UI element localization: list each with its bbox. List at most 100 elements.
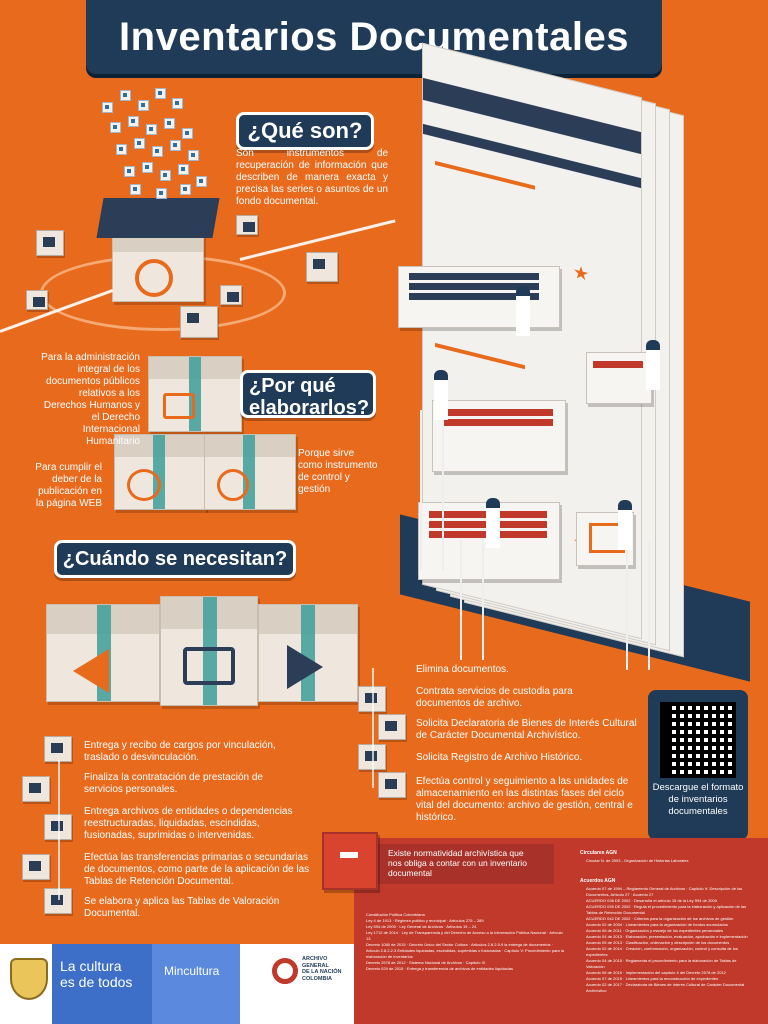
data-cube-icon xyxy=(120,90,131,101)
qr-panel[interactable]: Descargue el formato de inventarios docu… xyxy=(648,690,748,840)
box-icon xyxy=(148,356,242,432)
acuerdo-item: ACUERDO 038 DE 2002 · Desarrolla el artí… xyxy=(586,898,717,903)
por-que-heading-line2: elaborarlos? xyxy=(249,397,370,419)
right-arrow-icon xyxy=(287,645,323,689)
box-icon xyxy=(44,736,72,762)
data-cube-icon xyxy=(130,184,141,195)
drawer-handle xyxy=(340,852,358,858)
filing-cabinet-icon xyxy=(322,832,378,890)
tape xyxy=(203,597,217,705)
circulares-item: Circular N. de 2003 - Organización de Hi… xyxy=(586,858,689,863)
por-que-reason-1: Para la administración integral de los d… xyxy=(41,352,140,447)
cuando-right-item: Contrata servicios de custodia para docu… xyxy=(416,686,573,709)
acuerdo-item: Acuerdo 04 de 2013 · Elaboración, presen… xyxy=(586,934,748,939)
cuando-left-item: Finaliza la contratación de prestación d… xyxy=(84,772,263,795)
data-cube-icon xyxy=(170,140,181,151)
data-cube-icon xyxy=(160,170,171,181)
data-cube-icon xyxy=(134,138,145,149)
acuerdo-item: Acuerdo 04 de 2015 · Reglamenta el proce… xyxy=(586,958,737,969)
data-cube-icon xyxy=(196,176,207,187)
cuando-right-item: Solicita Declaratoria de Bienes de Inter… xyxy=(416,718,637,741)
acuerdo-item: Acuerdo 07 de 2015 · Lineamientos para l… xyxy=(586,976,719,981)
box-icon xyxy=(160,596,258,706)
box-icon xyxy=(114,434,206,510)
ladder xyxy=(626,540,650,670)
box-icon xyxy=(46,604,160,702)
shield-icon xyxy=(135,259,173,297)
por-que-heading-line1: ¿Por qué xyxy=(249,375,336,397)
data-cube-icon xyxy=(188,150,199,161)
box-icon xyxy=(236,215,258,235)
cuando-left-item: Efectúa las transferencias primarias o s… xyxy=(84,852,310,887)
data-cube-icon xyxy=(146,124,157,135)
drawer xyxy=(398,266,560,328)
folder xyxy=(443,409,553,416)
ley-item: Decreto 1080 de 2015 · Decreto Único del… xyxy=(366,942,564,959)
connector-line xyxy=(58,760,60,900)
normatividad-text: Existe normatividad archivística que nos… xyxy=(388,848,527,878)
que-son-heading: ¿Qué son? xyxy=(236,112,374,150)
ley-item: Ley 594 de 2000 · Ley General de Archivo… xyxy=(366,924,477,929)
por-que-reason-3: Porque sirve como instrumento de control… xyxy=(298,448,378,495)
acuerdo-item: Acuerdo 07 de 1994 – Reglamento General … xyxy=(586,886,743,897)
folder xyxy=(409,293,539,300)
acuerdo-item: ACUERDO 039 DE 2002 · Regula el procedim… xyxy=(586,904,747,915)
connector-line xyxy=(372,668,374,788)
title-banner: Inventarios Documentales xyxy=(86,0,662,74)
data-cube-icon xyxy=(152,146,163,157)
qr-code-icon[interactable] xyxy=(660,702,736,778)
person-figure xyxy=(486,498,500,548)
box-icon xyxy=(378,772,406,798)
data-cube-icon xyxy=(172,98,183,109)
qr-caption: Descargue el formato de inventarios docu… xyxy=(652,782,744,817)
ladder xyxy=(460,540,484,660)
agn-line2: GENERAL xyxy=(302,962,329,969)
cuando-right-item: Elimina documentos. xyxy=(416,664,509,675)
data-cube-icon xyxy=(138,100,149,111)
data-cube-icon xyxy=(128,116,139,127)
data-cube-icon xyxy=(102,102,113,113)
cuando-right-item: Solicita Registro de Archivo Histórico. xyxy=(416,752,583,763)
drawer xyxy=(432,400,566,472)
chart-icon xyxy=(163,393,195,419)
box-icon xyxy=(204,434,296,510)
cabinet-line xyxy=(435,160,535,190)
box-icon xyxy=(112,230,204,302)
por-que-reason-2: Para cumplir el deber de la publicación … xyxy=(35,462,102,509)
arrow-boxes-illustration xyxy=(40,580,360,730)
person-figure xyxy=(646,340,660,390)
box-icon xyxy=(36,230,64,256)
mincultura-block: Mincultura xyxy=(152,944,240,1024)
que-son-text: Son instrumentos de recuperación de info… xyxy=(236,148,388,207)
box-icon xyxy=(306,252,338,282)
por-que-heading: ¿Por qué elaborarlos? xyxy=(240,370,376,419)
data-cube-icon xyxy=(182,128,193,139)
slogan-block: La cultura es de todos xyxy=(52,944,152,1024)
data-cube-icon xyxy=(124,166,135,177)
box-icon xyxy=(220,285,242,305)
ley-item: Ley 1712 de 2014 · Ley de Transparencia … xyxy=(366,930,563,941)
ley-item: Ley 4 de 1913 · Régimen político y munic… xyxy=(366,918,484,923)
acuerdos-heading: Acuerdos AGN xyxy=(580,878,616,884)
leyes-list: Constitución Política Colombiana Ley 4 d… xyxy=(366,912,566,972)
heart-icon xyxy=(127,469,161,501)
acuerdo-item: Acuerdo 02 de 2014 · Creación, conformac… xyxy=(586,946,738,957)
slogan-line1: La cultura xyxy=(60,958,122,974)
folder xyxy=(409,283,539,290)
agn-logo-icon xyxy=(272,958,298,984)
box-lid xyxy=(96,198,220,238)
data-cube-icon xyxy=(142,162,153,173)
ley-item: Constitución Política Colombiana xyxy=(366,912,425,917)
chart-icon xyxy=(217,469,249,501)
agn-name: ARCHIVO GENERAL DE LA NACIÓN COLOMBIA xyxy=(302,956,342,982)
cuando-heading: ¿Cuándo se necesitan? xyxy=(54,540,296,578)
slogan-line2: es de todos xyxy=(60,974,133,990)
data-cube-icon xyxy=(180,184,191,195)
ley-item: Decreto 2578 de 2012 · Sistema Nacional … xyxy=(366,960,485,965)
open-box-illustration xyxy=(20,80,300,340)
left-arrow-icon xyxy=(73,649,109,693)
box-icon xyxy=(378,714,406,740)
box-icon xyxy=(22,854,50,880)
data-cube-icon xyxy=(164,118,175,129)
arrow-icon xyxy=(183,647,235,685)
